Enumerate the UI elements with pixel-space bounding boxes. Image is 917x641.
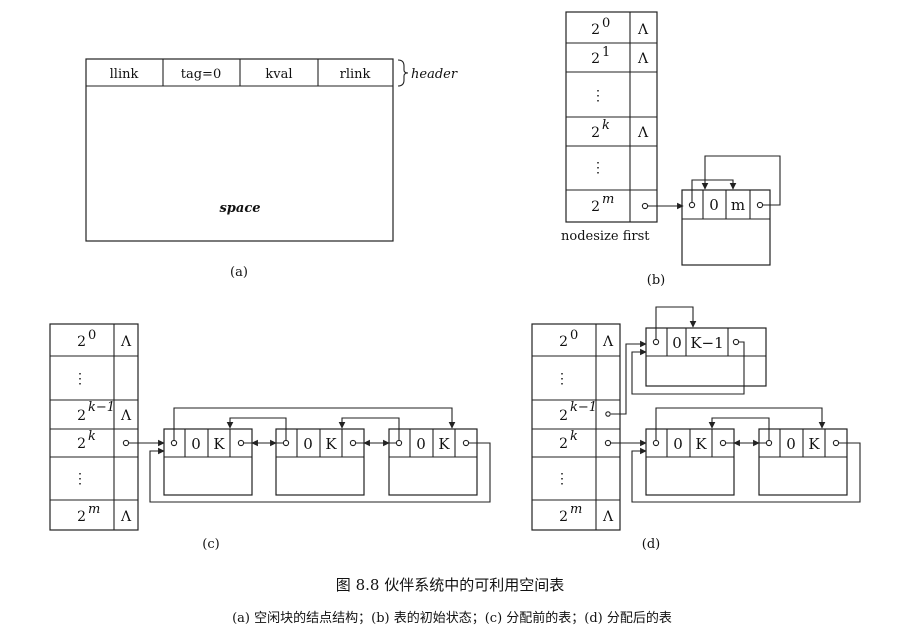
d-node-2-kval: K: [808, 435, 820, 453]
c-row5-mark: Λ: [120, 509, 132, 525]
c-row2-base: 2: [77, 408, 86, 424]
c-node-3-kval: K: [438, 435, 450, 453]
header-brace: [397, 59, 409, 87]
d-node-1-kval: K: [695, 435, 707, 453]
c-row3-base: 2: [77, 436, 86, 452]
d-node-top: [645, 327, 767, 387]
b-row1-exp: 1: [602, 45, 610, 60]
d-row5-mark: Λ: [602, 509, 614, 525]
b-row1-mark: Λ: [637, 51, 649, 67]
b-row3-mark: Λ: [637, 125, 649, 141]
d-row0-mark: Λ: [602, 334, 614, 350]
sublabel-d: (d): [642, 537, 660, 552]
b-node-tag: 0: [709, 196, 719, 214]
sublabel-b: (b): [647, 273, 665, 288]
figure-subcaption: (a) 空闲块的结点结构；(b) 表的初始状态；(c) 分配前的表；(d) 分配…: [232, 610, 672, 626]
field-llink: llink: [110, 67, 139, 82]
table-c: [49, 323, 139, 531]
b-row0-base: 2: [591, 22, 600, 38]
d-node-top-kval: K−1: [690, 334, 723, 352]
c-row5-base: 2: [77, 509, 86, 525]
c-row3-exp: k: [88, 429, 96, 444]
d-row5-base: 2: [559, 509, 568, 525]
panel-b: 2 0 Λ 2 1 Λ ⋮ 2 k Λ ⋮ 2 m nodesize first…: [561, 11, 781, 288]
c-node-3-tag: 0: [416, 435, 426, 453]
c-row2-exp: k−1: [88, 400, 115, 415]
d-row5-exp: m: [570, 502, 582, 517]
c-node-2-kval: K: [325, 435, 337, 453]
b-row1-base: 2: [591, 51, 600, 67]
d-node-2-tag: 0: [786, 435, 796, 453]
d-node-top-tag: 0: [672, 334, 682, 352]
space-label: space: [219, 201, 260, 216]
b-row3-exp: k: [602, 118, 610, 133]
b-row4-base: ⋮: [591, 160, 605, 176]
table-d: [531, 323, 621, 531]
b-row0-mark: Λ: [637, 22, 649, 38]
c-row1-base: ⋮: [73, 371, 87, 387]
c-node-1-kval: K: [213, 435, 225, 453]
d-row3-base: 2: [559, 436, 568, 452]
c-row4-base: ⋮: [73, 471, 87, 487]
b-row5-base: 2: [591, 199, 600, 215]
c-row2-mark: Λ: [120, 408, 132, 424]
d-row0-base: 2: [559, 334, 568, 350]
panel-c: 2 0 Λ ⋮ 2 k−1 Λ 2 k ⋮ 2 m Λ 0 K 0 K: [49, 323, 491, 552]
b-row0-exp: 0: [602, 16, 610, 31]
header-label: header: [411, 67, 458, 82]
c-row5-exp: m: [88, 502, 100, 517]
c-row0-base: 2: [77, 334, 86, 350]
sublabel-a: (a): [230, 265, 248, 280]
b-row5-exp: m: [602, 192, 614, 207]
field-kval: kval: [265, 67, 292, 82]
d-row0-exp: 0: [570, 328, 578, 343]
c-node-2-tag: 0: [303, 435, 313, 453]
field-rlink: rlink: [340, 67, 371, 82]
panel-a: llink tag=0 kval rlink header space (a): [85, 58, 458, 280]
d-row3-exp: k: [570, 429, 578, 444]
d-row1-base: ⋮: [555, 371, 569, 387]
b-col-labels: nodesize first: [561, 229, 650, 244]
b-node-kval: m: [731, 196, 745, 214]
d-node-1-tag: 0: [673, 435, 683, 453]
d-row4-base: ⋮: [555, 471, 569, 487]
c-node-1-tag: 0: [191, 435, 201, 453]
panel-d: 2 0 Λ ⋮ 2 k−1 2 k ⋮ 2 m Λ 0 K−1: [531, 306, 861, 552]
b-row2-base: ⋮: [591, 88, 605, 104]
b-row3-base: 2: [591, 125, 600, 141]
c-row0-exp: 0: [88, 328, 96, 343]
field-tag: tag=0: [181, 67, 221, 82]
d-row2-base: 2: [559, 408, 568, 424]
d-row2-exp: k−1: [570, 400, 597, 415]
figure-caption: 图 8.8 伙伴系统中的可利用空间表: [336, 576, 564, 594]
sublabel-c: (c): [202, 537, 219, 552]
c-row0-mark: Λ: [120, 334, 132, 350]
